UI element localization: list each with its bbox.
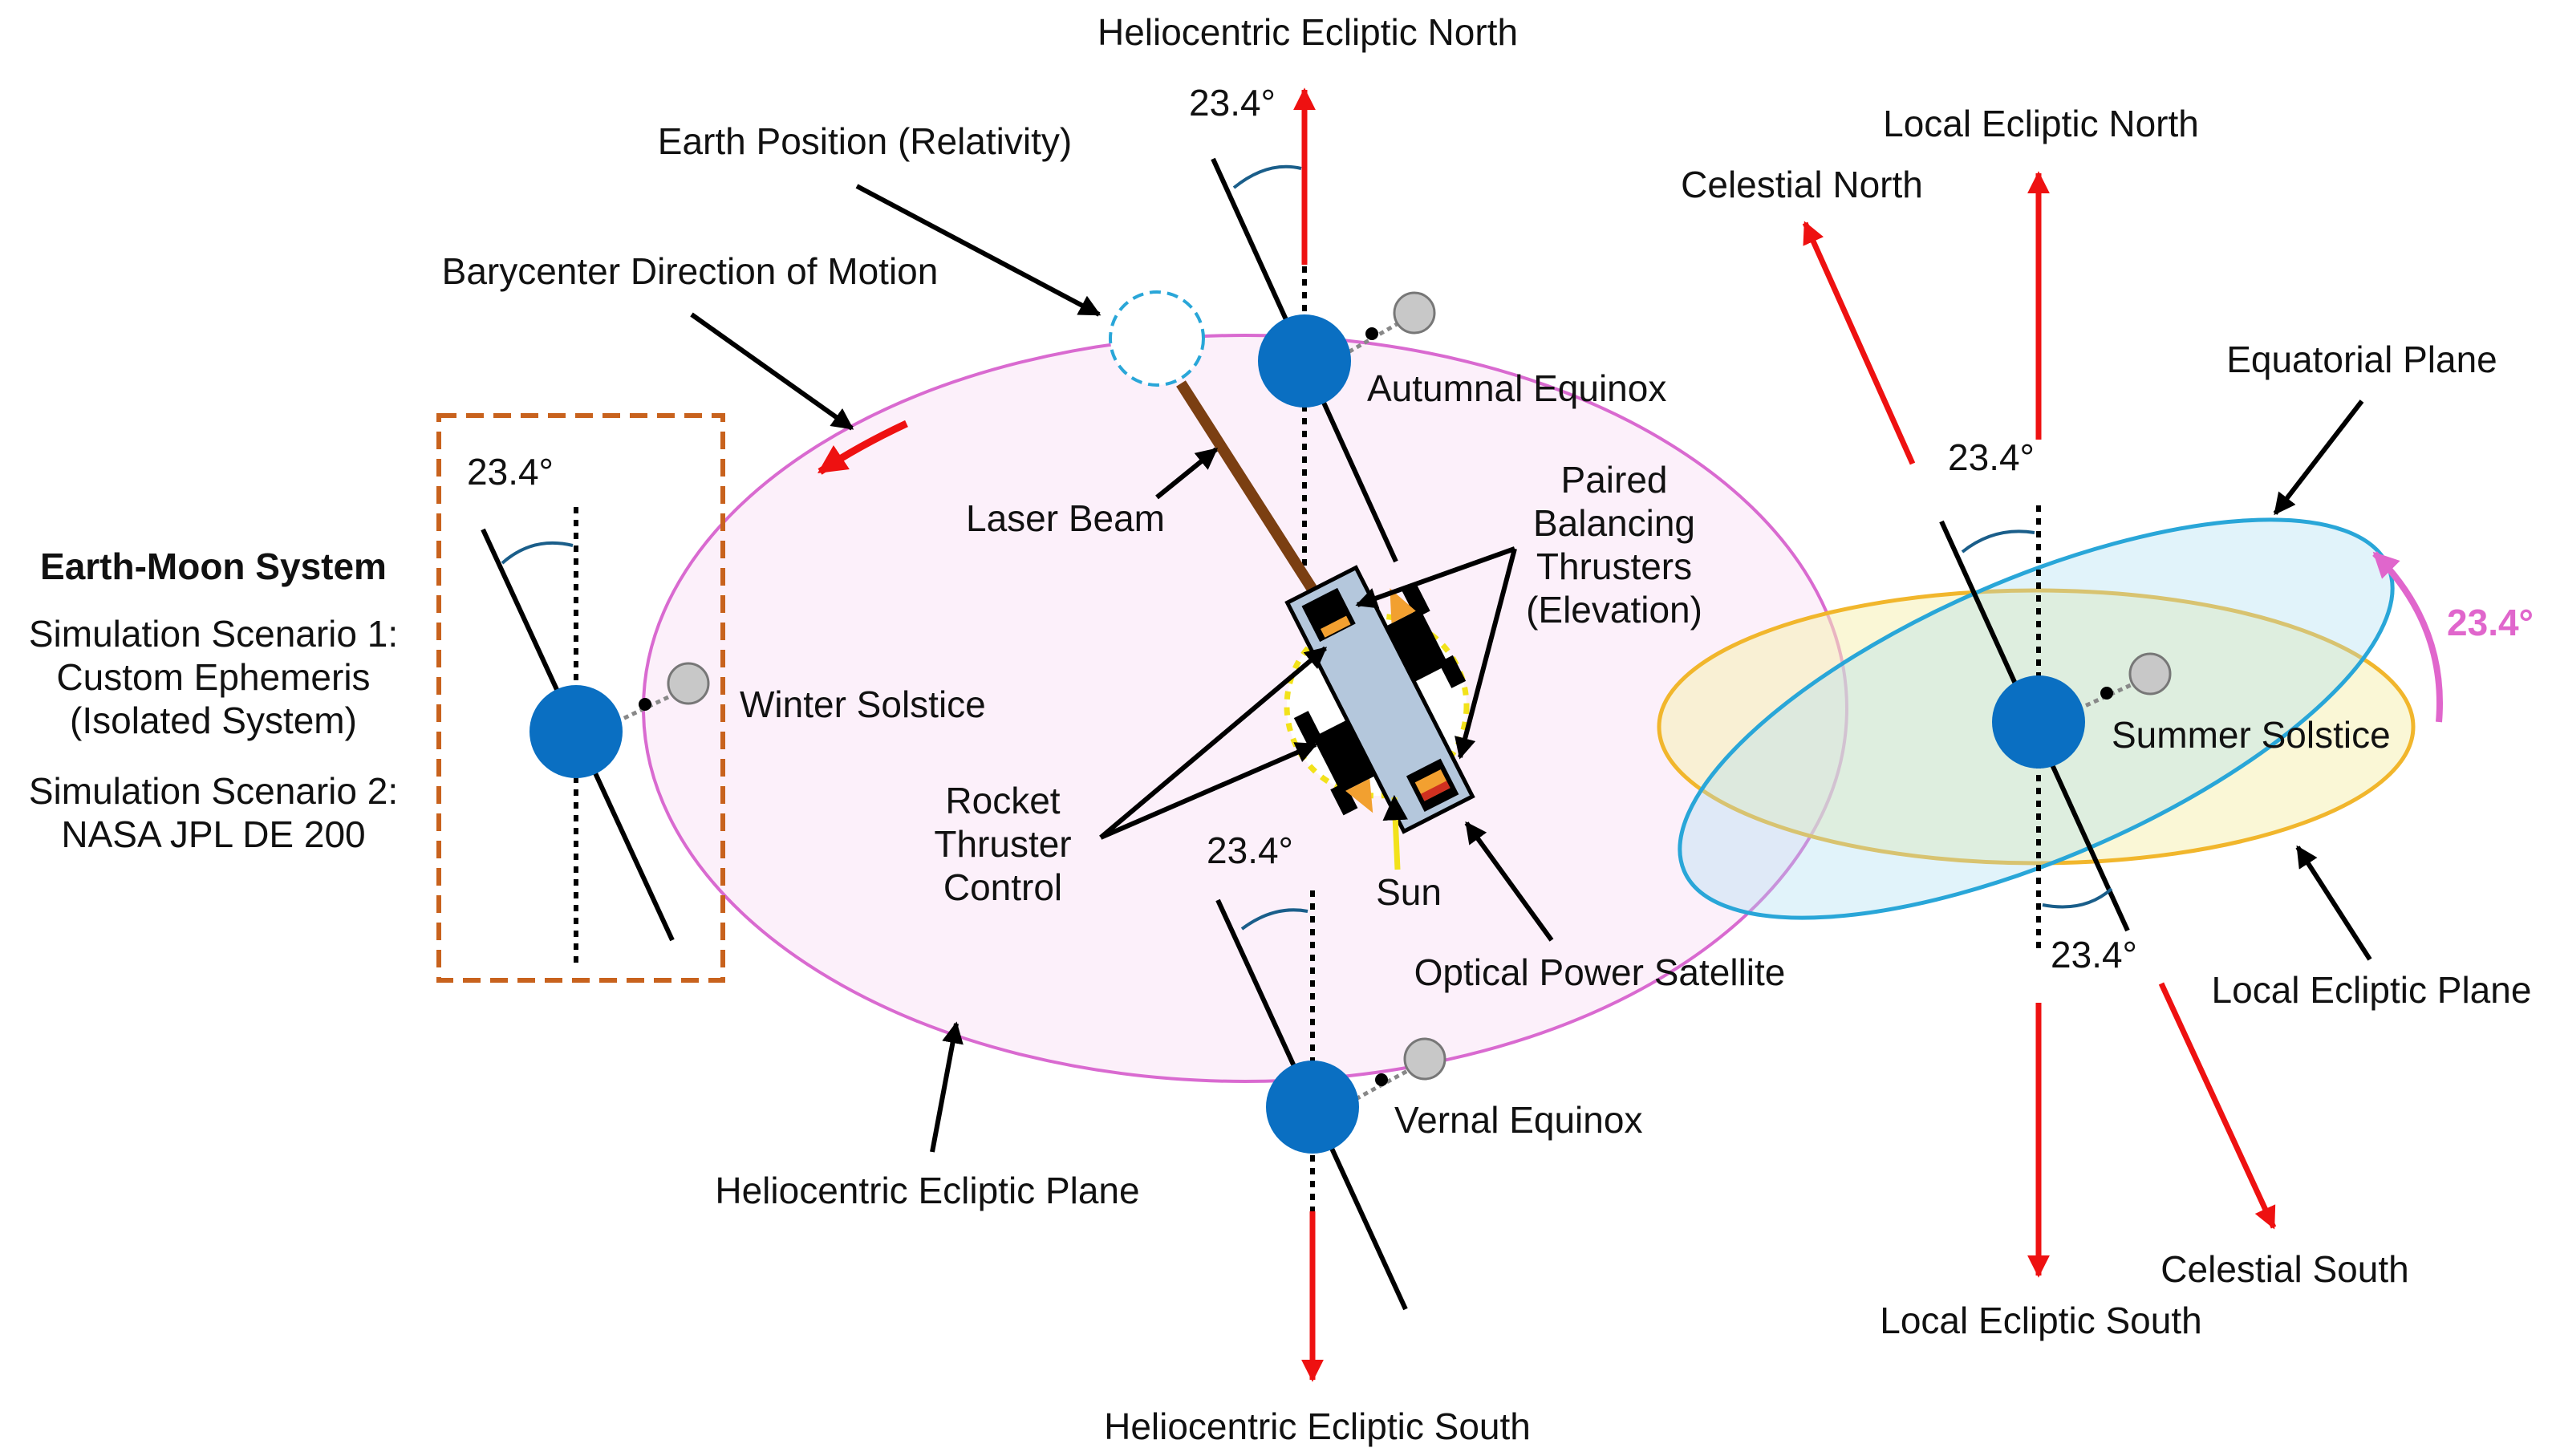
- laser-beam: [1176, 380, 1319, 595]
- pointer-rocket-thruster-1: [1099, 646, 1328, 840]
- label-autumnal-equinox: Autumnal Equinox: [1367, 367, 1666, 409]
- label-helio-plane: Heliocentric Ecliptic Plane: [715, 1170, 1139, 1211]
- autumnal-angle-arc: [1232, 164, 1302, 189]
- autumnal-moon: [1393, 291, 1436, 335]
- legend-scenario1-line2: Custom Ephemeris: [56, 656, 370, 698]
- legend-scenario2-line2: NASA JPL DE 200: [61, 813, 365, 855]
- label-paired-line-1: Paired: [1561, 459, 1668, 501]
- label-paired-line-3: Thrusters: [1536, 545, 1692, 587]
- label-sun: Sun: [1376, 871, 1442, 913]
- vernal-angle-arc: [1240, 908, 1308, 931]
- label-rocket-line-2: Thruster: [934, 823, 1071, 865]
- magenta-tilt-arc: [2372, 551, 2443, 723]
- pointer-helio-plane: [930, 1021, 964, 1153]
- label-rocket-line-3: Control: [943, 866, 1062, 908]
- label-vernal-equinox: Vernal Equinox: [1394, 1099, 1642, 1141]
- label-angle-right-top: 23.4°: [1948, 436, 2035, 478]
- winter-moon: [667, 662, 710, 705]
- pointer-sun: [1382, 794, 1408, 870]
- legend-scenario1-line1: Simulation Scenario 1:: [29, 613, 398, 655]
- celestial-south-arrow: [2158, 982, 2277, 1230]
- pointer-local-plane: [2295, 845, 2372, 961]
- autumnal-barycenter: [1365, 327, 1378, 340]
- pointer-equatorial-plane: [2273, 399, 2364, 516]
- summer-earth: [1992, 675, 2085, 769]
- autumnal-earth: [1258, 314, 1351, 408]
- pointer-optical-satellite: [1464, 821, 1554, 942]
- label-local-plane: Local Ecliptic Plane: [2212, 969, 2532, 1011]
- legend-heading: Earth-Moon System: [40, 545, 387, 587]
- label-angle-left: 23.4°: [467, 451, 554, 493]
- label-angle-top: 23.4°: [1189, 82, 1276, 124]
- optical-power-satellite: [1284, 565, 1475, 834]
- label-local-north: Local Ecliptic North: [1883, 103, 2199, 144]
- summer-moon: [2128, 652, 2172, 696]
- pointer-laser-beam: [1155, 447, 1219, 500]
- label-optical-satellite: Optical Power Satellite: [1414, 951, 1786, 993]
- label-laser-beam: Laser Beam: [966, 497, 1165, 539]
- vernal-barycenter: [1375, 1073, 1388, 1086]
- label-angle-bottom: 23.4°: [1207, 829, 1293, 871]
- legend-scenario1-line3: (Isolated System): [70, 700, 357, 741]
- label-angle-right-bottom: 23.4°: [2051, 934, 2137, 975]
- earth-position-relativity-circle: [1109, 290, 1205, 387]
- summer-angle-arc-top: [1961, 529, 2035, 554]
- label-angle-magenta: 23.4°: [2447, 602, 2534, 643]
- label-paired-line-2: Balancing: [1533, 502, 1695, 544]
- label-earth-position: Earth Position (Relativity): [658, 120, 1072, 162]
- label-helio-north: Heliocentric Ecliptic North: [1097, 11, 1518, 53]
- vernal-earth: [1266, 1061, 1359, 1154]
- pointer-earth-position: [855, 184, 1102, 317]
- winter-barycenter: [639, 698, 651, 711]
- winter-angle-arc: [501, 541, 574, 565]
- label-barycenter-motion: Barycenter Direction of Motion: [442, 250, 939, 292]
- pointer-rocket-thruster-2: [1099, 742, 1318, 840]
- label-celestial-north: Celestial North: [1681, 164, 1923, 205]
- vernal-moon-link: [1354, 1058, 1428, 1101]
- pointer-paired-thruster-2: [1455, 548, 1517, 760]
- legend-scenario2-line1: Simulation Scenario 2:: [29, 770, 398, 812]
- label-summer-solstice: Summer Solstice: [2112, 714, 2391, 756]
- label-equatorial-plane: Equatorial Plane: [2226, 339, 2497, 380]
- summer-barycenter: [2100, 687, 2113, 700]
- winter-earth: [529, 685, 623, 778]
- barycenter-motion-arrow: [818, 420, 908, 475]
- vernal-moon: [1403, 1037, 1446, 1081]
- label-celestial-south: Celestial South: [2160, 1248, 2408, 1290]
- pointer-paired-thruster-1: [1355, 546, 1516, 609]
- label-winter-solstice: Winter Solstice: [740, 683, 986, 725]
- pointer-barycenter: [690, 312, 854, 431]
- label-helio-south: Heliocentric Ecliptic South: [1104, 1405, 1531, 1447]
- earth-moon-system-box: [436, 413, 725, 983]
- celestial-north-arrow: [1802, 221, 1916, 465]
- label-paired-line-4: (Elevation): [1526, 589, 1702, 631]
- label-local-south: Local Ecliptic South: [1880, 1300, 2201, 1341]
- label-rocket-line-1: Rocket: [945, 780, 1060, 821]
- summer-angle-arc-bottom: [2042, 887, 2113, 909]
